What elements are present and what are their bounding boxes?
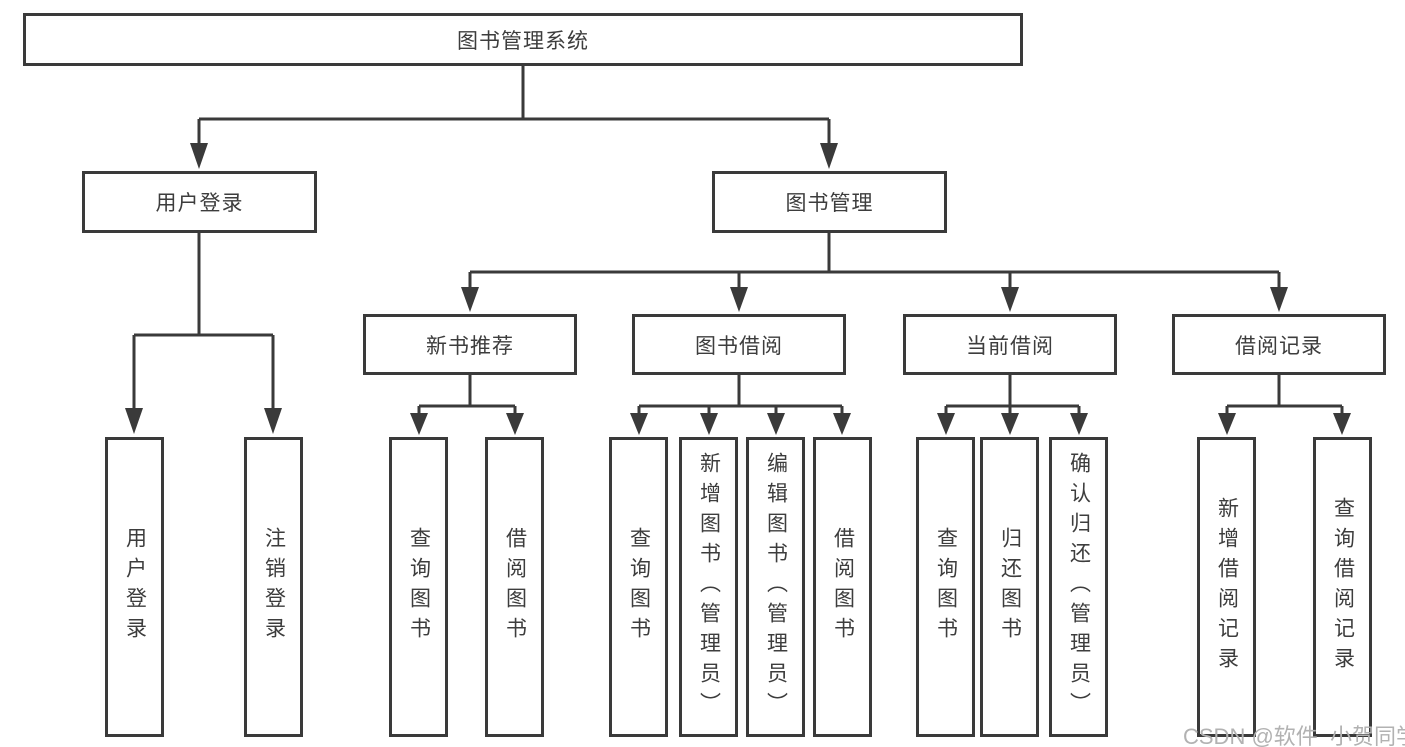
arrow-down-icon (767, 413, 785, 435)
arrow-down-icon (1001, 413, 1019, 435)
leaf-query-borrow-record: 查询借阅记录 (1313, 437, 1372, 737)
node-book-borrow: 图书借阅 (632, 314, 846, 375)
arrow-down-icon (461, 287, 479, 312)
arrow-down-icon (630, 413, 648, 435)
node-label: 用户登录 (123, 527, 147, 647)
node-new-book-recommend: 新书推荐 (363, 314, 577, 375)
node-label: 借阅记录 (1235, 334, 1323, 358)
arrow-down-icon (833, 413, 851, 435)
node-label: 新增借阅记录 (1215, 497, 1239, 677)
arrow-down-icon (190, 143, 208, 169)
arrow-down-icon (264, 408, 282, 434)
leaf-user-login: 用户登录 (105, 437, 164, 737)
node-book-management: 图书管理 (712, 171, 947, 233)
leaf-add-borrow-record: 新增借阅记录 (1197, 437, 1256, 737)
leaf-confirm-return-admin: 确认归还（管理员） (1049, 437, 1108, 737)
arrow-down-icon (506, 413, 524, 435)
arrow-down-icon (125, 408, 143, 434)
node-borrow-records: 借阅记录 (1172, 314, 1386, 375)
node-label: 当前借阅 (966, 334, 1054, 358)
node-library-management-system: 图书管理系统 (23, 13, 1023, 66)
leaf-logout: 注销登录 (244, 437, 303, 737)
node-label: 图书借阅 (695, 334, 783, 358)
node-label: 查询图书 (934, 527, 958, 647)
node-label: 图书管理 (785, 192, 874, 215)
leaf-add-book-admin: 新增图书（管理员） (679, 437, 738, 737)
node-label: 用户登录 (155, 192, 244, 215)
node-current-borrow: 当前借阅 (903, 314, 1117, 375)
leaf-query-books-current: 查询图书 (916, 437, 975, 737)
arrow-down-icon (1270, 287, 1288, 312)
arrow-down-icon (730, 287, 748, 312)
leaf-return-book: 归还图书 (980, 437, 1039, 737)
node-label: 注销登录 (262, 527, 286, 647)
leaf-borrow-books-recommend: 借阅图书 (485, 437, 544, 737)
node-label: 新增图书（管理员） (697, 452, 721, 722)
arrow-down-icon (820, 143, 838, 169)
csdn-watermark: CSDN @软件_小贺同学 (1183, 724, 1405, 747)
arrow-down-icon (1333, 413, 1351, 435)
leaf-query-books-borrow: 查询图书 (609, 437, 668, 737)
node-label: 查询图书 (407, 527, 431, 647)
node-label: 图书管理系统 (457, 29, 589, 53)
node-label: 借阅图书 (503, 527, 527, 647)
arrow-down-icon (937, 413, 955, 435)
arrow-down-icon (1070, 413, 1088, 435)
node-label: 确认归还（管理员） (1067, 452, 1091, 722)
leaf-query-books-recommend: 查询图书 (389, 437, 448, 737)
node-label: 借阅图书 (831, 527, 855, 647)
arrow-down-icon (1218, 413, 1236, 435)
arrow-down-icon (1001, 287, 1019, 312)
node-user-login: 用户登录 (82, 171, 317, 233)
node-label: 新书推荐 (426, 334, 514, 358)
node-label: 编辑图书（管理员） (764, 452, 788, 722)
arrow-down-icon (410, 413, 428, 435)
node-label: 查询图书 (627, 527, 651, 647)
leaf-borrow-books: 借阅图书 (813, 437, 872, 737)
leaf-edit-book-admin: 编辑图书（管理员） (746, 437, 805, 737)
arrow-down-icon (700, 413, 718, 435)
node-label: 查询借阅记录 (1331, 497, 1355, 677)
node-label: 归还图书 (998, 527, 1022, 647)
